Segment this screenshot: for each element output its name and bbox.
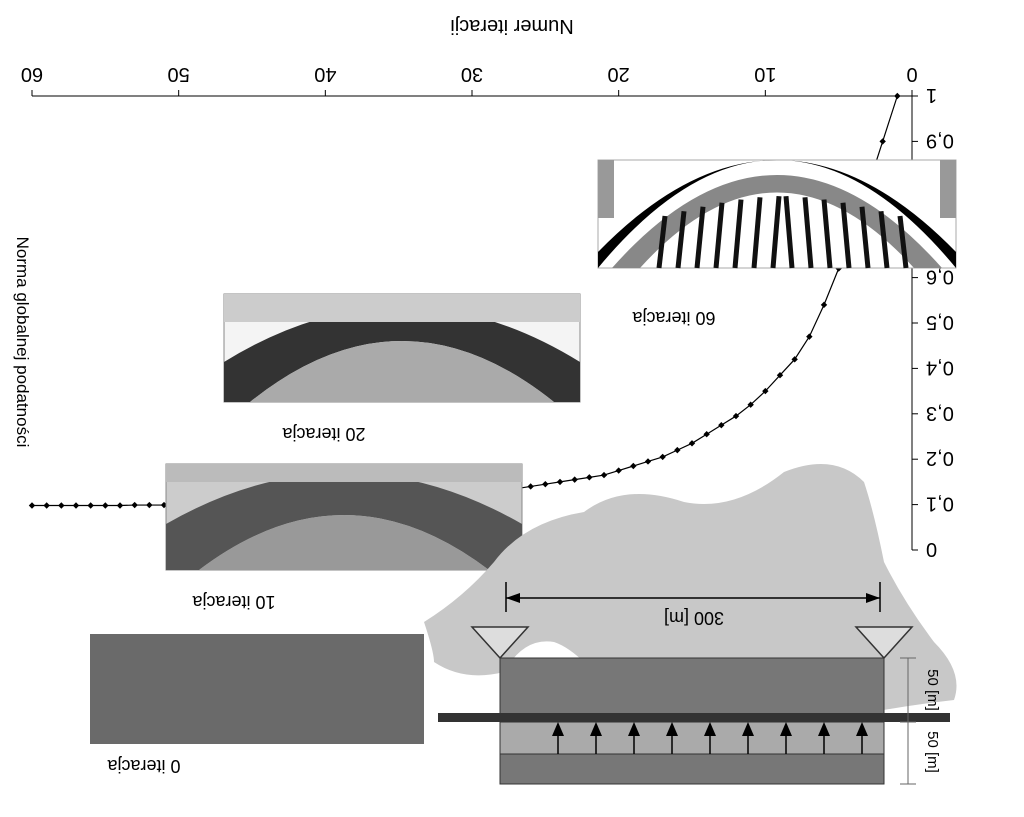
left-support-icon <box>854 626 914 660</box>
x-tick-label: 30 <box>461 63 483 85</box>
data-point <box>615 467 622 474</box>
y-tick-label: 0,6 <box>926 266 954 288</box>
y-axis-title: Norma globalnej podatności <box>13 237 32 448</box>
load-arrow-head <box>590 722 602 736</box>
x-tick-label: 0 <box>906 63 917 85</box>
y-tick-label: 0,4 <box>926 356 954 378</box>
load-arrow-head <box>552 722 564 736</box>
x-tick-label: 60 <box>21 63 43 85</box>
label-iteration-20: 20 iteracja <box>281 424 365 444</box>
data-point <box>131 501 138 509</box>
truss-strut <box>802 197 814 269</box>
data-point <box>732 412 740 420</box>
truss-strut <box>675 210 687 269</box>
iteration-60-image: 60 iteracja <box>597 159 957 328</box>
load-arrow-head <box>666 722 678 736</box>
data-point <box>600 471 608 479</box>
load-arrow-head <box>628 722 640 736</box>
data-point <box>146 501 153 509</box>
data-point <box>688 440 696 447</box>
y-tick-label: 0,2 <box>926 447 954 469</box>
data-point <box>894 92 901 100</box>
design-domain-diagram: 300 [m] 50 [m] 50 [m] <box>424 464 957 785</box>
data-point <box>703 431 710 438</box>
truss-strut <box>713 202 725 269</box>
x-ticks: 0 10 20 30 40 50 60 <box>21 63 918 96</box>
y-tick-label: 0,5 <box>926 311 954 333</box>
data-point <box>776 372 784 379</box>
height-dimension-label-1: 50 [m] <box>924 731 941 773</box>
load-arrow-head <box>704 722 716 736</box>
load-arrow-head <box>856 722 868 736</box>
truss-strut <box>783 195 795 269</box>
iteration-20-image: 20 iteracja <box>223 293 581 444</box>
truss-strut <box>897 215 909 269</box>
data-point <box>527 483 534 490</box>
data-point <box>28 502 36 509</box>
y-ticks: 00,10,20,30,40,50,60,70,80,91 <box>912 84 954 560</box>
truss-strut <box>770 195 782 269</box>
truss-strut <box>751 197 763 269</box>
y-tick-label: 0,9 <box>926 129 954 151</box>
data-point <box>879 138 886 145</box>
x-tick-label: 50 <box>168 63 190 85</box>
truss-strut <box>859 206 871 269</box>
load-arrow-head <box>742 722 754 736</box>
truss-strut <box>840 202 852 269</box>
data-point <box>87 502 94 509</box>
y-tick-label: 0 <box>926 538 937 560</box>
load-arrow-head <box>780 722 792 736</box>
label-iteration-0: 0 iteracja <box>106 756 180 776</box>
x-axis-title: Numer iteracji <box>450 15 573 37</box>
data-point <box>644 458 652 465</box>
data-point <box>116 502 124 509</box>
data-point <box>571 476 578 483</box>
data-point <box>58 502 65 509</box>
data-point <box>43 502 50 509</box>
data-point <box>718 421 725 429</box>
truss-strut <box>732 199 744 269</box>
x-tick-label: 10 <box>754 63 776 85</box>
data-point <box>820 301 828 309</box>
y-tick-label: 0,1 <box>926 493 954 515</box>
x-tick-label: 40 <box>314 63 336 85</box>
truss-strut <box>821 199 833 269</box>
truss-strut <box>878 210 890 269</box>
data-point <box>542 480 549 488</box>
x-tick-label: 20 <box>608 63 630 85</box>
iteration-0-image: 0 iteracja <box>90 634 424 776</box>
data-point <box>806 333 813 340</box>
data-point <box>630 462 637 470</box>
truss-strut <box>694 206 706 269</box>
y-tick-label: 1 <box>926 84 937 106</box>
y-tick-label: 0,3 <box>926 402 954 424</box>
label-iteration-60: 60 iteracja <box>631 308 715 328</box>
span-dimension-label: 300 [m] <box>664 608 724 628</box>
data-point <box>586 474 593 481</box>
iteration-10-image: 10 iteracja <box>165 463 523 612</box>
data-point <box>659 453 666 461</box>
data-point <box>674 446 681 454</box>
data-point <box>72 502 80 509</box>
load-arrow-head <box>818 722 830 736</box>
right-support-icon <box>470 626 530 660</box>
label-iteration-10: 10 iteracja <box>191 592 275 612</box>
load-arrows <box>552 722 868 754</box>
truss-strut <box>656 215 668 269</box>
height-dimension-label-2: 50 [m] <box>924 669 941 711</box>
data-point <box>556 478 564 486</box>
data-point <box>102 502 109 509</box>
